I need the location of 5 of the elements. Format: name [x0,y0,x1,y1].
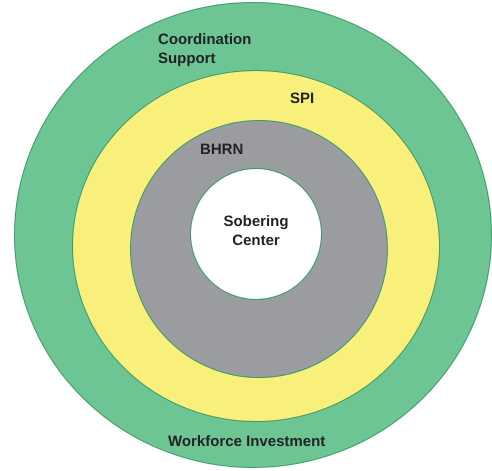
ring-label: BHRN [200,140,244,159]
ring-label: Workforce Investment [168,432,326,451]
ring-label: Coordination Support [158,30,252,68]
ring-label: SPI [290,89,316,108]
ring-label: Sobering Center [222,212,290,250]
